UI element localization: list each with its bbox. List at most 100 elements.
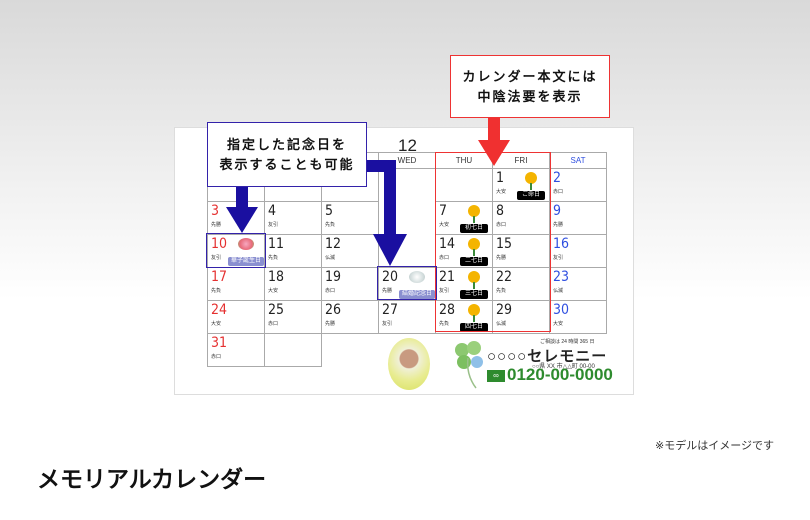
staff-photo bbox=[388, 338, 430, 390]
day-number: 25 bbox=[268, 302, 285, 318]
rokuyo-label: 先勝 bbox=[325, 321, 336, 327]
day-cell[interactable]: 23 仏滅 bbox=[549, 267, 607, 301]
clover-logo-icon bbox=[455, 341, 483, 389]
day-number: 22 bbox=[496, 269, 513, 285]
chrysanthemum-icon bbox=[468, 205, 480, 217]
day-number: 3 bbox=[211, 203, 220, 219]
rokuyo-label: 赤口 bbox=[496, 222, 507, 228]
bouquet-icon bbox=[238, 238, 254, 250]
arrow-down-icon bbox=[478, 118, 510, 166]
day-cell[interactable]: 12 仏滅 bbox=[321, 234, 379, 268]
day-number: 29 bbox=[496, 302, 513, 318]
day-cell[interactable]: 26 先勝 bbox=[321, 300, 379, 334]
rokuyo-label: 先負 bbox=[439, 321, 450, 327]
rokuyo-label: 先負 bbox=[268, 255, 279, 261]
event-badge: ご命日 bbox=[517, 191, 545, 200]
flower-stem-icon bbox=[473, 282, 475, 289]
day-cell[interactable]: 10 友引華子誕生日 bbox=[207, 234, 265, 268]
day-number: 18 bbox=[268, 269, 285, 285]
highlight-frame-anniversary bbox=[377, 266, 437, 300]
rokuyo-label: 大安 bbox=[439, 222, 450, 228]
day-number: 2 bbox=[553, 170, 562, 186]
callout-memorial: カレンダー本文には 中陰法要を表示 bbox=[450, 55, 610, 118]
rokuyo-label: 赤口 bbox=[553, 189, 564, 195]
highlight-frame-birthday bbox=[206, 233, 266, 268]
day-number: 9 bbox=[553, 203, 562, 219]
rokuyo-label: 先勝 bbox=[211, 222, 222, 228]
day-number: 5 bbox=[325, 203, 334, 219]
callout-text: 指定した記念日を bbox=[226, 137, 347, 152]
rokuyo-label: 仏滅 bbox=[325, 255, 336, 261]
day-number: 28 bbox=[439, 302, 456, 318]
rokuyo-label: 赤口 bbox=[439, 255, 450, 261]
day-number: 14 bbox=[439, 236, 456, 252]
callout-text: カレンダー本文には bbox=[462, 69, 598, 84]
rokuyo-label: 友引 bbox=[382, 321, 393, 327]
chrysanthemum-icon bbox=[468, 271, 480, 283]
day-cell[interactable]: 9 先勝 bbox=[549, 201, 607, 235]
freedial-icon: ∞ bbox=[487, 370, 505, 382]
day-number: 7 bbox=[439, 203, 448, 219]
flower-stem-icon bbox=[473, 216, 475, 223]
rokuyo-label: 先負 bbox=[211, 288, 222, 294]
flower-stem-icon bbox=[530, 183, 532, 190]
rokuyo-label: 友引 bbox=[268, 222, 279, 228]
flower-stem-icon bbox=[473, 315, 475, 322]
chrysanthemum-icon bbox=[525, 172, 537, 184]
chrysanthemum-icon bbox=[468, 304, 480, 316]
event-badge: 二七日 bbox=[460, 257, 488, 266]
day-number: 19 bbox=[325, 269, 342, 285]
day-number: 16 bbox=[553, 236, 570, 252]
company-address: ○○県 XX 市△△町 00-00 bbox=[532, 364, 595, 370]
weekday-header-sat: SAT bbox=[549, 152, 607, 169]
day-cell[interactable]: 18 大安 bbox=[264, 267, 322, 301]
rokuyo-label: 先負 bbox=[496, 288, 507, 294]
day-cell[interactable]: 24 大安 bbox=[207, 300, 265, 334]
month-number: 12 bbox=[398, 136, 417, 155]
rokuyo-label: 友引 bbox=[211, 255, 222, 261]
day-cell[interactable]: 11 先負 bbox=[264, 234, 322, 268]
event-badge: 結婚記念日 bbox=[399, 290, 435, 299]
rokuyo-label: 先勝 bbox=[553, 222, 564, 228]
rokuyo-label: 大安 bbox=[211, 321, 222, 327]
event-badge: 華子誕生日 bbox=[228, 257, 264, 266]
day-number: 10 bbox=[211, 236, 228, 252]
callout-text: 中陰法要を表示 bbox=[477, 89, 583, 104]
day-number: 24 bbox=[211, 302, 228, 318]
event-badge: 三七日 bbox=[460, 290, 488, 299]
callout-text: 表示することも可能 bbox=[219, 157, 355, 172]
day-cell[interactable]: 27 友引 bbox=[378, 300, 436, 334]
highlight-frame-memorial bbox=[435, 152, 551, 332]
day-number: 12 bbox=[325, 236, 342, 252]
day-number: 30 bbox=[553, 302, 570, 318]
day-number: 23 bbox=[553, 269, 570, 285]
phone-number: 0120-00-0000 bbox=[507, 365, 613, 384]
company-name: ○○○○セレモニー bbox=[487, 348, 608, 365]
day-number: 8 bbox=[496, 203, 505, 219]
rokuyo-label: 先勝 bbox=[382, 288, 393, 294]
rokuyo-label: 友引 bbox=[439, 288, 450, 294]
flower-stem-icon bbox=[473, 249, 475, 256]
rokuyo-label: 大安 bbox=[496, 189, 507, 195]
day-number: 11 bbox=[268, 236, 285, 252]
rokuyo-label: 仏滅 bbox=[553, 288, 564, 294]
arrow-down-icon bbox=[226, 187, 258, 233]
chrysanthemum-icon bbox=[468, 238, 480, 250]
day-number: 27 bbox=[382, 302, 399, 318]
rokuyo-label: 大安 bbox=[268, 288, 279, 294]
day-cell[interactable]: 2 赤口 bbox=[549, 168, 607, 202]
event-badge: 四七日 bbox=[460, 323, 488, 332]
day-number: 26 bbox=[325, 302, 342, 318]
